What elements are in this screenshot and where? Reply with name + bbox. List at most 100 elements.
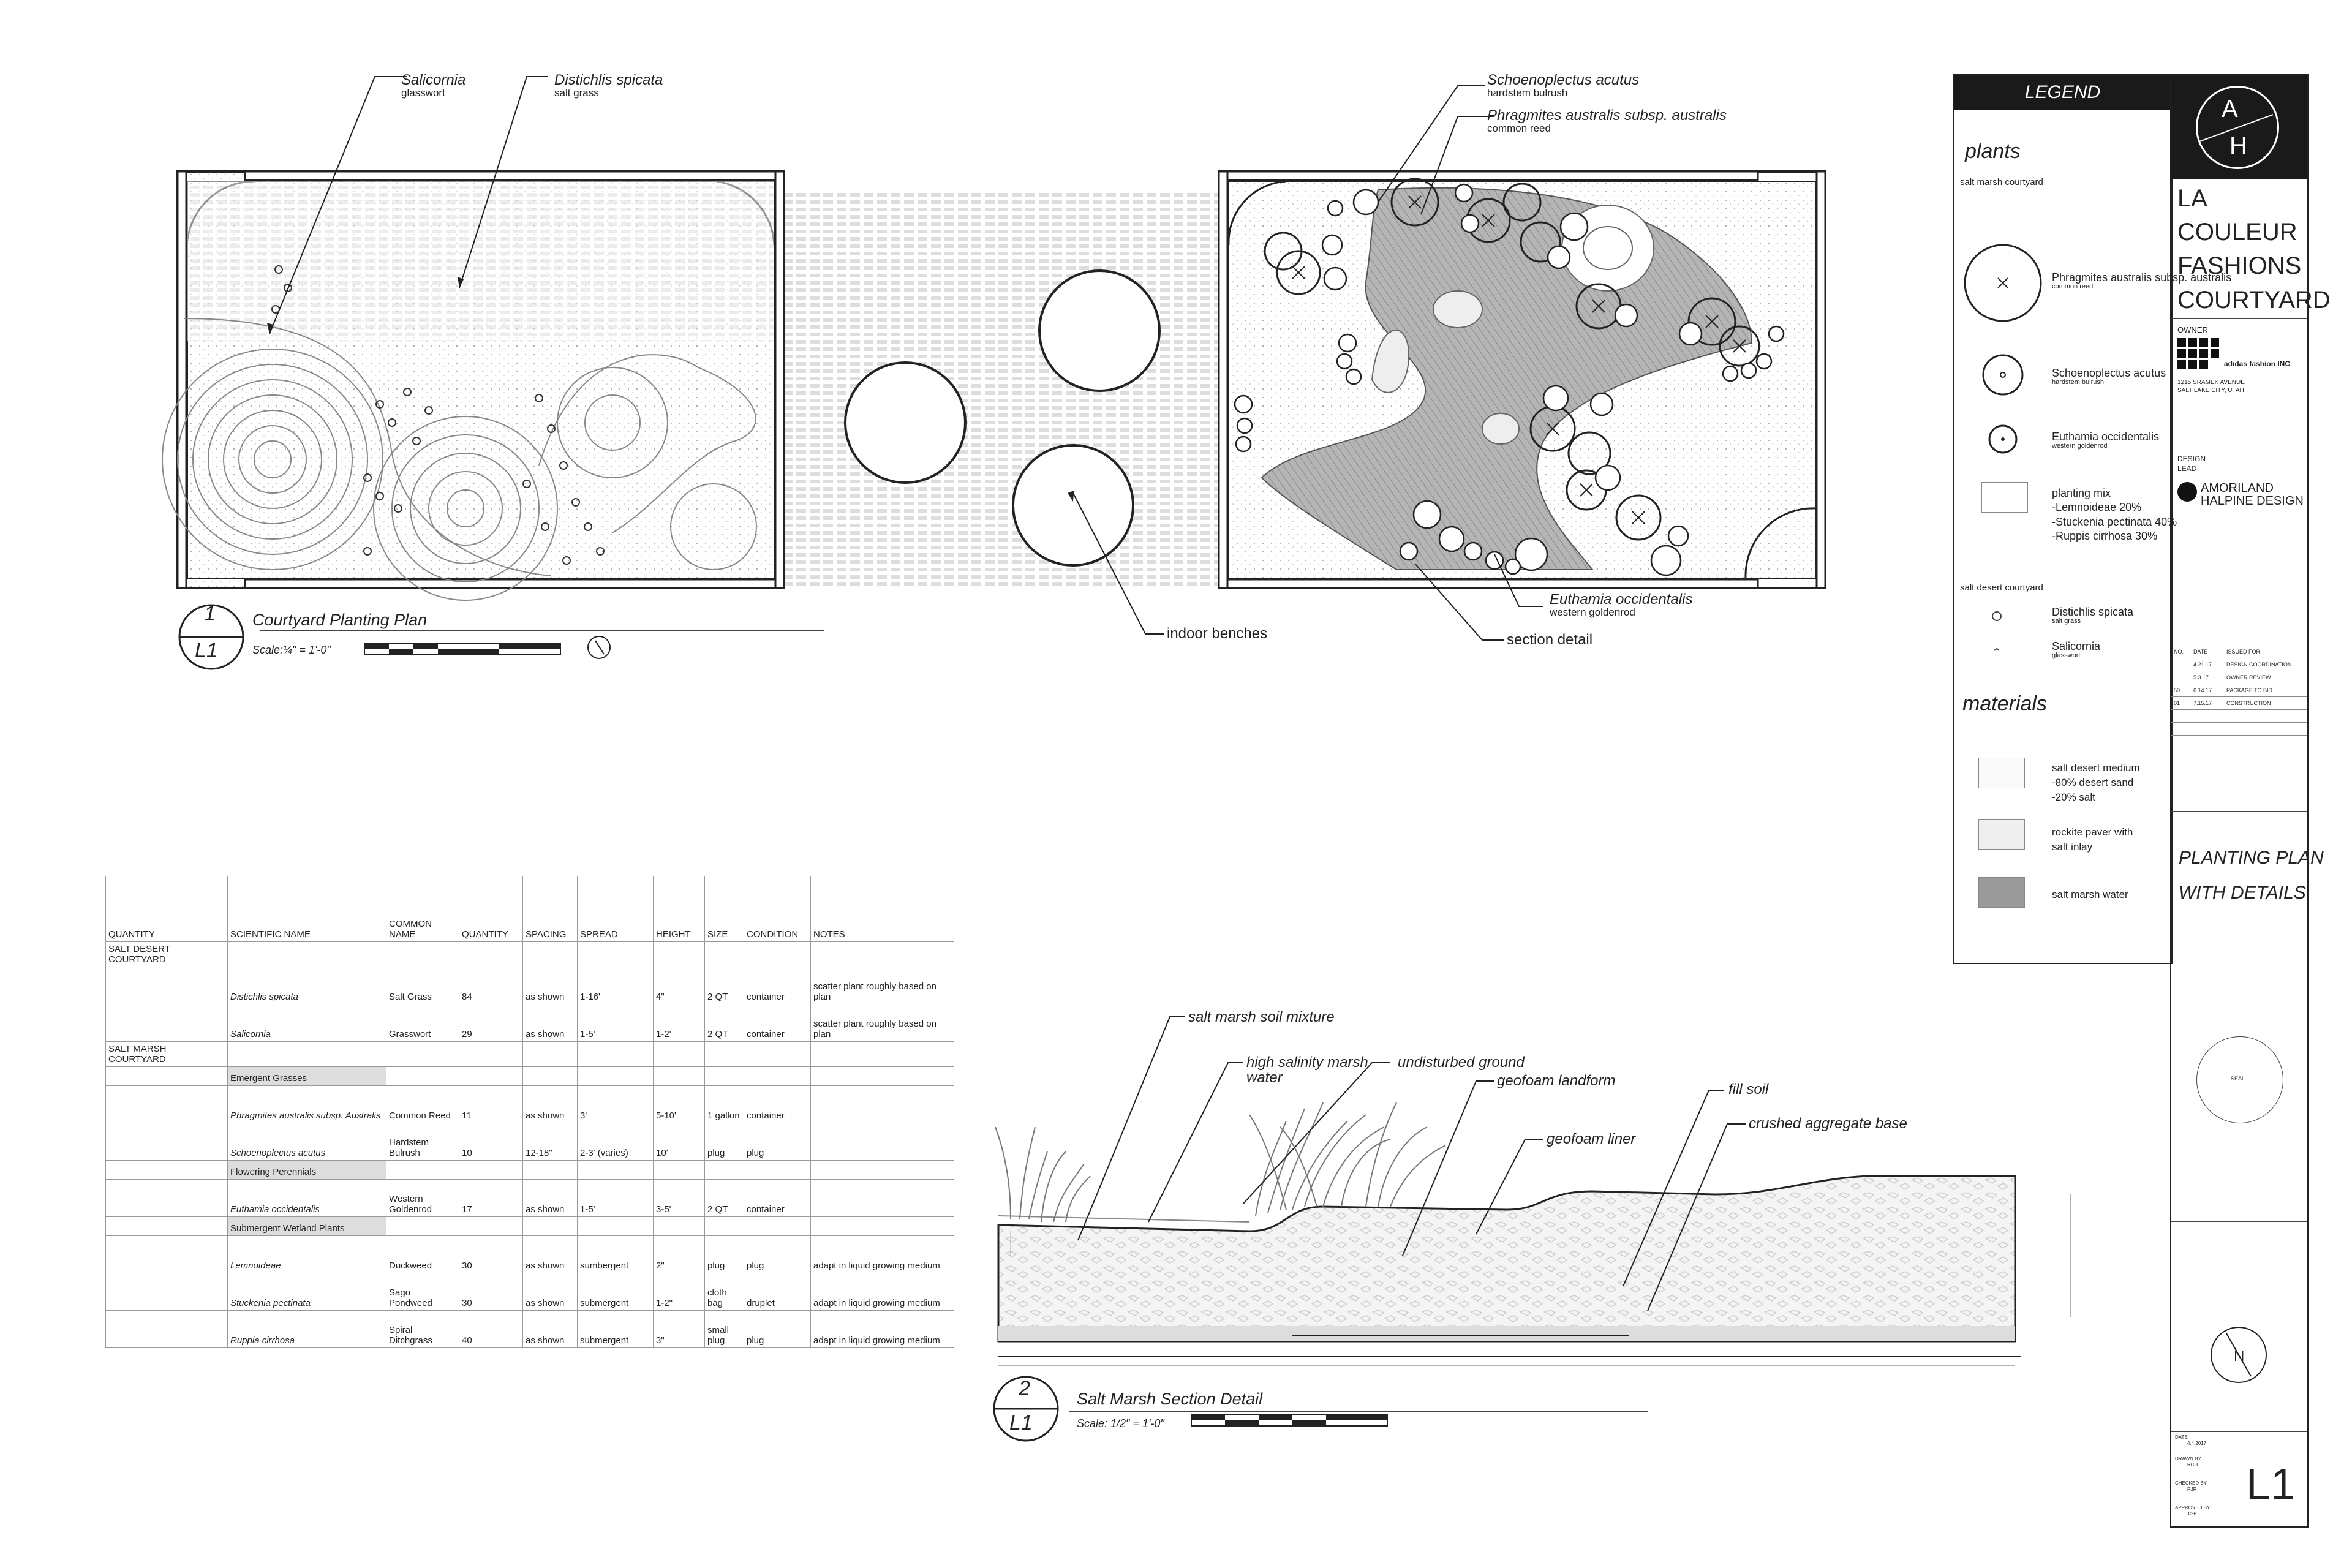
table-cell: 5-10' xyxy=(653,1085,705,1123)
paver-field xyxy=(784,190,1225,588)
table-cell xyxy=(577,1216,654,1236)
table-cell xyxy=(386,1041,459,1067)
table-cell: 1-2' xyxy=(653,1004,705,1042)
table-cell xyxy=(744,1041,811,1067)
table-cell xyxy=(704,1041,744,1067)
table-cell: as shown xyxy=(522,1235,578,1273)
table-cell xyxy=(577,1066,654,1086)
table-cell: Duckweed xyxy=(386,1235,459,1273)
table-cell: 29 xyxy=(459,1004,523,1042)
table-cell xyxy=(810,1066,954,1086)
label-geofoam-liner: geofoam liner xyxy=(1547,1131,1636,1147)
col-header: COMMON NAME xyxy=(386,876,459,942)
legend-salt-desert-heading: salt desert courtyard xyxy=(1960,582,2043,593)
revision-cell: CONSTRUCTION xyxy=(2226,700,2271,706)
table-cell xyxy=(810,1216,954,1236)
label-geofoam-landform: geofoam landform xyxy=(1497,1072,1616,1089)
table-cell: 11 xyxy=(459,1085,523,1123)
table-cell: SALT MARSH COURTYARD xyxy=(105,1041,228,1067)
table-cell: Western Goldenrod xyxy=(386,1179,459,1217)
table-cell: 2 QT xyxy=(704,1179,744,1217)
table-cell xyxy=(459,1216,523,1236)
table-cell: adapt in liquid growing medium xyxy=(810,1273,954,1311)
swatch-rockite-paver xyxy=(1978,819,2025,850)
plant-schedule-table: QUANTITY SCIENTIFIC NAME COMMON NAME QUA… xyxy=(105,876,954,1348)
owner-name: adidas fashion INC xyxy=(2224,360,2291,368)
table-cell xyxy=(704,1216,744,1236)
table-cell xyxy=(577,1160,654,1180)
table-cell: adapt in liquid growing medium xyxy=(810,1310,954,1348)
table-cell xyxy=(810,941,954,967)
table-cell xyxy=(653,1066,705,1086)
scale-bar-1 xyxy=(364,643,561,655)
table-cell: 2-3' (varies) xyxy=(577,1123,654,1161)
table-cell: 40 xyxy=(459,1310,523,1348)
legend-planting-mix: planting mix-Lemnoideae 20%-Stuckenia pe… xyxy=(2052,487,2177,543)
revision-row xyxy=(2171,723,2307,736)
table-cell: Spiral Ditchgrass xyxy=(386,1310,459,1348)
table-cell xyxy=(105,1310,228,1348)
table-cell: 1-16' xyxy=(577,967,654,1005)
table-cell xyxy=(810,1041,954,1067)
legend-header: LEGEND xyxy=(1954,75,2171,110)
table-cell xyxy=(459,1066,523,1086)
table-cell xyxy=(810,1123,954,1161)
table-cell: container xyxy=(744,1085,811,1123)
table-cell xyxy=(704,941,744,967)
indoor-benches xyxy=(844,270,1161,567)
revision-cell: 50 xyxy=(2174,687,2180,693)
label-soil-mixture: salt marsh soil mixture xyxy=(1188,1009,1335,1025)
legend-materials-heading: materials xyxy=(1962,692,2047,715)
legend-marsh-water: salt marsh water xyxy=(2052,889,2128,900)
table-cell: as shown xyxy=(522,1004,578,1042)
legend-plants-heading: plants xyxy=(1965,140,2021,163)
col-header: NOTES xyxy=(810,876,954,942)
col-header: HEIGHT xyxy=(653,876,705,942)
table-cell: 1-5' xyxy=(577,1004,654,1042)
table-cell: 10' xyxy=(653,1123,705,1161)
north-label: N xyxy=(2234,1348,2245,1365)
table-cell xyxy=(105,967,228,1005)
table-row: SALT DESERT COURTYARD xyxy=(105,941,954,967)
sheet-number: L1 xyxy=(2246,1460,2296,1509)
revision-cell: 5.3.17 xyxy=(2193,674,2209,680)
table-cell xyxy=(810,1160,954,1180)
table-cell: 4" xyxy=(653,967,705,1005)
table-cell xyxy=(105,1235,228,1273)
table-cell xyxy=(653,1041,705,1067)
table-cell: submergent xyxy=(577,1273,654,1311)
table-cell xyxy=(459,1160,523,1180)
table-row: Submergent Wetland Plants xyxy=(105,1216,954,1236)
col-header: SPREAD xyxy=(577,876,654,942)
plan1-number: 1 xyxy=(204,602,216,625)
revision-cell: DATE xyxy=(2193,649,2208,655)
col-header: SCIENTIFIC NAME xyxy=(227,876,386,942)
table-cell xyxy=(105,1216,228,1236)
label-indoor-benches: indoor benches xyxy=(1167,625,1268,642)
table-cell xyxy=(653,1216,705,1236)
table-cell xyxy=(105,1085,228,1123)
table-cell: cloth bag xyxy=(704,1273,744,1311)
table-cell: as shown xyxy=(522,1085,578,1123)
table-cell: container xyxy=(744,1004,811,1042)
revision-cell: NO. xyxy=(2174,649,2184,655)
table-cell xyxy=(522,1066,578,1086)
table-row: Flowering Perennials xyxy=(105,1160,954,1180)
table-cell: 84 xyxy=(459,967,523,1005)
table-cell: Distichlis spicata xyxy=(227,967,386,1005)
table-cell: druplet xyxy=(744,1273,811,1311)
table-cell: 12-18" xyxy=(522,1123,578,1161)
